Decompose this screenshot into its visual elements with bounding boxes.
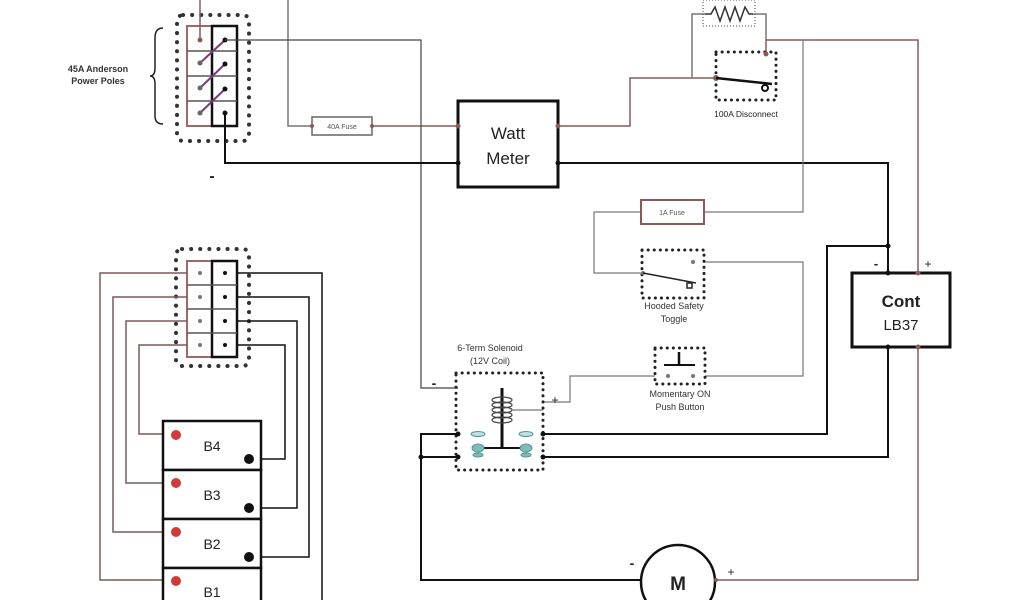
wire-toggle-to-button	[703, 261, 804, 377]
wire-anderson-to-solenoid	[225, 39, 458, 389]
momentary-push-button: Momentary ON Push Button	[649, 346, 711, 412]
wire-b2-negative	[237, 296, 310, 558]
watt-meter-label-line2: Meter	[486, 149, 530, 168]
watt-meter: Watt Meter	[455, 99, 561, 189]
coil-icon	[491, 396, 513, 424]
wire-b4-negative	[237, 344, 286, 460]
motor-plus-label: +	[727, 565, 734, 579]
solenoid-minus-label: -	[432, 375, 437, 391]
wire-b4-positive	[138, 344, 187, 435]
fuse-40a-label: 40A Fuse	[327, 124, 357, 131]
safety-toggle: Hooded Safety Toggle	[640, 248, 706, 324]
wire-b2-positive	[112, 296, 187, 533]
wire-controller-to-solenoid-b	[543, 347, 889, 458]
battery-b3: B3	[161, 468, 263, 521]
wire-b3-positive	[125, 320, 187, 484]
controller-plus-label: +	[924, 257, 931, 271]
battery-b1: B1	[161, 566, 263, 600]
wire-b1-negative	[237, 272, 323, 600]
wire-meter-to-disconnect	[558, 77, 716, 127]
watt-meter-label-line1: Watt	[491, 124, 526, 143]
toggle-label-line1: Hooded Safety	[644, 301, 704, 311]
contact-icon	[470, 431, 534, 458]
wire-controller-to-motor-pos	[716, 347, 919, 581]
controller-lb37: Cont LB37 - +	[850, 256, 952, 350]
wire-b1-positive	[99, 272, 187, 581]
solenoid: 6-Term Solenoid (12V Coil) - +	[432, 343, 559, 472]
wire-to-1a-fuse	[705, 40, 804, 213]
wire-button-to-solenoid	[543, 375, 655, 403]
motor-minus-label: -	[630, 555, 635, 571]
controller-minus-label: -	[874, 256, 878, 271]
toggle-label-line2: Toggle	[661, 314, 688, 324]
pushbutton-label-line1: Momentary ON	[649, 389, 710, 399]
battery-label: B1	[203, 584, 220, 600]
anderson-minus-label: -	[209, 168, 214, 185]
battery-label: B3	[203, 487, 220, 503]
anderson-power-poles-top	[175, 13, 251, 143]
brace	[149, 27, 164, 125]
battery-label: B2	[203, 536, 220, 552]
anderson-power-poles-bottom	[174, 247, 251, 368]
fuse-1a-label: 1A Fuse	[659, 210, 685, 217]
fuse-40a: 40A Fuse	[310, 116, 374, 136]
motor: M - +	[630, 543, 735, 600]
wire-to-fuse	[287, 0, 312, 127]
wire-solenoid-to-motor-neg	[420, 433, 640, 581]
motor-label: M	[670, 574, 686, 595]
disconnect-label: 100A Disconnect	[714, 109, 778, 119]
anderson-label-line2: Power Poles	[71, 76, 125, 86]
wire-meter-to-controller-neg	[558, 162, 889, 272]
controller-label-line1: Cont	[882, 292, 921, 311]
wire-controller-to-solenoid-a	[543, 245, 888, 435]
battery-label: B4	[203, 438, 220, 454]
solenoid-plus-label: +	[551, 393, 558, 407]
resistor-icon	[702, 0, 756, 27]
solenoid-label-line2: (12V Coil)	[470, 356, 510, 366]
wire-disconnect-to-controller-pos	[766, 39, 919, 272]
fuse-1a: 1A Fuse	[640, 199, 705, 225]
wire-negative-to-meter	[224, 113, 458, 164]
pushbutton-label-line2: Push Button	[655, 402, 704, 412]
battery-b2: B2	[161, 517, 263, 570]
anderson-label-line1: 45A Anderson	[68, 64, 128, 74]
wire-b3-negative	[237, 320, 298, 509]
battery-b4: B4	[161, 419, 263, 472]
solenoid-label-line1: 6-Term Solenoid	[457, 343, 523, 353]
disconnect-switch: 100A Disconnect	[713, 50, 779, 119]
controller-label-line2: LB37	[883, 317, 918, 334]
